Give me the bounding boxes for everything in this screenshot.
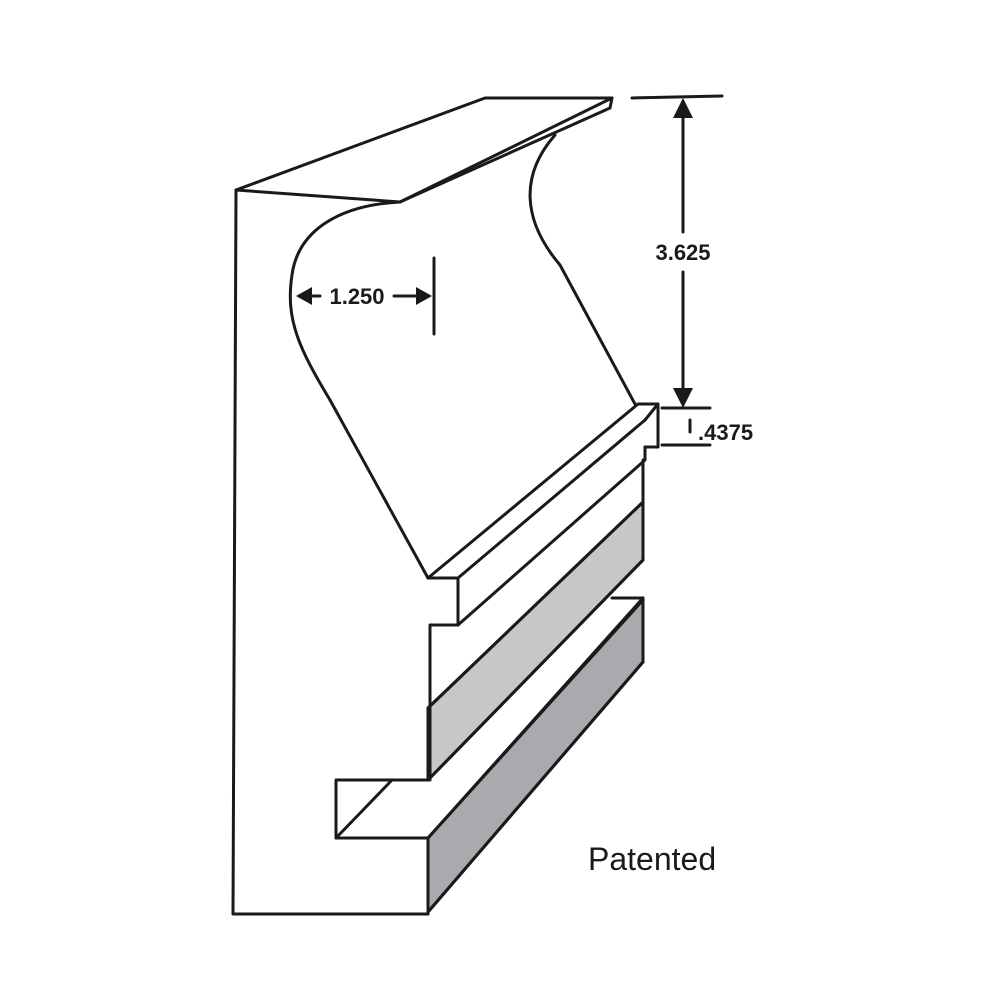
dimension-label-height: 3.625	[655, 240, 710, 265]
molding-body	[231, 96, 660, 916]
dimension-label-depth: 1.250	[329, 284, 384, 309]
dimension-lip: .4375	[660, 406, 753, 447]
dimension-profile-depth: 1.250	[296, 256, 436, 336]
cove-back	[528, 133, 637, 406]
cove-face	[288, 200, 430, 580]
patented-note: Patented	[588, 841, 716, 877]
arrow-down-icon	[673, 388, 693, 408]
dimension-height: 3.625	[630, 94, 724, 408]
dimension-label-lip: .4375	[698, 420, 753, 445]
arrow-left-icon	[296, 287, 312, 305]
arrow-right-icon	[416, 287, 432, 305]
arrow-up-icon	[673, 98, 693, 118]
